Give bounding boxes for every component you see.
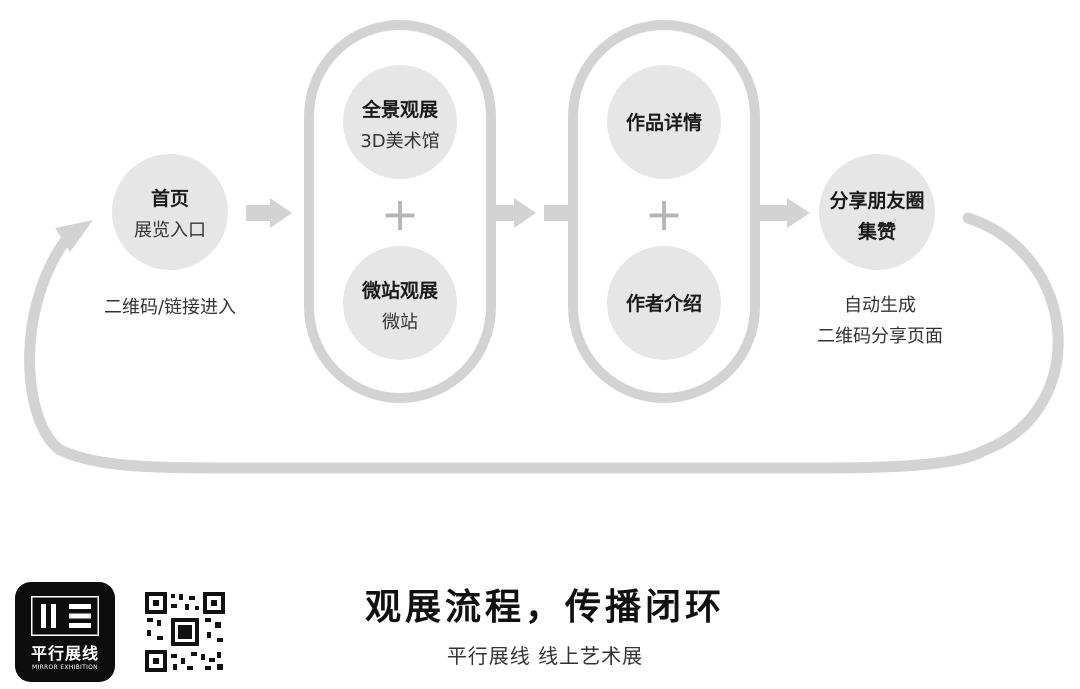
logo-mark-icon [31, 596, 99, 636]
node-share-title-line1: 分享朋友圈 [829, 189, 924, 212]
node-share-title-line2: 集赞 [857, 220, 896, 243]
brand-logo: 平行展线 MIRROR EXHIBITION [15, 582, 115, 682]
note-share-line1: 自动生成 [844, 295, 916, 316]
pill-container-viewing [304, 20, 496, 403]
logo-name: 平行展线 [30, 644, 99, 663]
loop-back-path [24, 212, 1064, 474]
node-artwork-circle [607, 65, 721, 179]
node-panorama-title: 全景观展 [361, 98, 438, 121]
node-home-title: 首页 [151, 187, 189, 210]
footer-subtitle: 平行展线 线上艺术展 [446, 644, 644, 668]
arrow-home-to-viewing [246, 198, 292, 228]
loop-back-arrowhead [55, 220, 93, 252]
footer-title: 观展流程，传播闭环 [364, 587, 725, 628]
flow-diagram: + + 首页 展览入口 全景观展 3D美术馆 微站观展 微站 作品详情 作者介绍… [24, 20, 1064, 474]
node-microsite-title: 微站观展 [361, 279, 438, 302]
node-panorama-subtitle: 3D美术馆 [360, 131, 439, 152]
node-home-subtitle: 展览入口 [134, 220, 206, 241]
arrow-viewing-to-details [492, 198, 570, 228]
plus-sign-details: + [645, 187, 684, 241]
note-home-entry: 二维码/链接进入 [104, 297, 236, 318]
qr-code-icon [145, 592, 225, 672]
node-artist-circle [607, 246, 721, 360]
arrow-details-to-share [757, 198, 810, 228]
plus-sign-viewing: + [381, 187, 420, 241]
node-home-circle [112, 154, 228, 270]
note-share-line2: 二维码分享页面 [817, 326, 943, 347]
node-microsite-subtitle: 微站 [382, 312, 418, 333]
node-share-circle [819, 154, 935, 270]
logo-subtitle: MIRROR EXHIBITION [32, 664, 98, 671]
node-artist-title: 作者介绍 [626, 292, 702, 315]
pill-container-details [568, 20, 760, 403]
node-microsite-circle [343, 246, 457, 360]
node-artwork-title: 作品详情 [626, 111, 702, 134]
node-panorama-circle [343, 65, 457, 179]
